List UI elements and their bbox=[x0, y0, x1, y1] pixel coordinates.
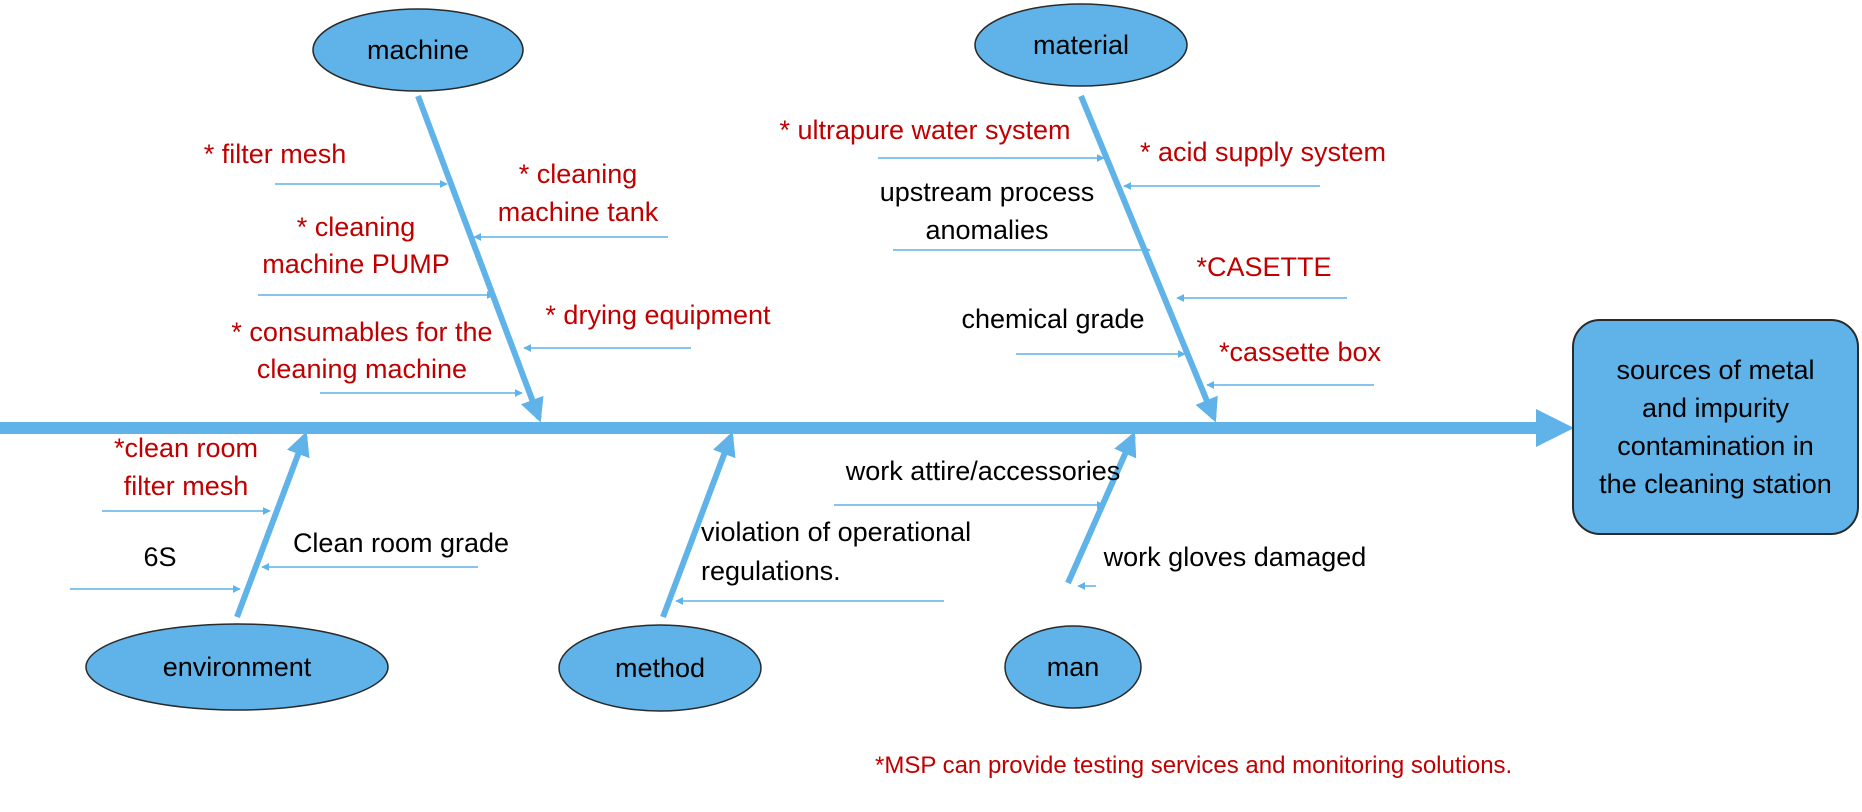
machine-category-label: machine bbox=[367, 35, 469, 65]
material-cause-label: anomalies bbox=[925, 215, 1048, 245]
environment-cause-label: 6S bbox=[143, 542, 176, 572]
method-category-head bbox=[558, 624, 762, 712]
man-bone bbox=[1065, 431, 1137, 585]
material-category-label: material bbox=[1033, 30, 1129, 60]
machine-cause-label: * cleaning bbox=[519, 159, 638, 189]
method-cause-label: violation of operational bbox=[701, 517, 971, 547]
footnote: *MSP can provide testing services and mo… bbox=[875, 752, 1513, 779]
machine-bone bbox=[415, 94, 544, 423]
effect-label: sources of metal and impurity contaminat… bbox=[1599, 355, 1832, 499]
environment-cause-label: Clean room grade bbox=[293, 528, 509, 558]
method-category-label: method bbox=[615, 653, 705, 683]
machine-category-head bbox=[312, 8, 524, 92]
material-cause-label: upstream process bbox=[880, 177, 1095, 207]
material-cause-label: * ultrapure water system bbox=[779, 115, 1070, 145]
effect-box: sources of metal and impurity contaminat… bbox=[1572, 319, 1859, 535]
method-bone bbox=[660, 431, 736, 619]
machine-cause-label: cleaning machine bbox=[257, 354, 467, 384]
method-cause-label: regulations. bbox=[701, 556, 841, 586]
machine-cause-label: machine PUMP bbox=[262, 249, 450, 279]
environment-bone bbox=[234, 431, 310, 619]
spine-arrowhead bbox=[1536, 409, 1574, 447]
material-bone bbox=[1078, 94, 1218, 423]
environment-cause-label: *clean room bbox=[114, 433, 258, 463]
machine-cause-label: * consumables for the bbox=[231, 317, 492, 347]
material-category-head bbox=[974, 3, 1188, 87]
machine-cause-label: * drying equipment bbox=[545, 300, 771, 330]
material-cause-label: chemical grade bbox=[961, 304, 1144, 334]
machine-cause-label: * filter mesh bbox=[204, 139, 347, 169]
environment-category-label: environment bbox=[163, 652, 312, 682]
man-category-label: man bbox=[1047, 652, 1100, 682]
material-cause-label: * acid supply system bbox=[1140, 137, 1386, 167]
machine-cause-label: * cleaning bbox=[297, 212, 416, 242]
environment-cause-label: filter mesh bbox=[124, 471, 249, 501]
material-cause-label: *cassette box bbox=[1219, 337, 1382, 367]
environment-category-head bbox=[85, 623, 389, 711]
man-cause-label: work gloves damaged bbox=[1103, 542, 1367, 572]
man-category-head bbox=[1004, 625, 1142, 709]
man-cause-label: work attire/accessories bbox=[845, 456, 1121, 486]
material-cause-label: *CASETTE bbox=[1196, 252, 1331, 282]
machine-cause-label: machine tank bbox=[498, 197, 659, 227]
